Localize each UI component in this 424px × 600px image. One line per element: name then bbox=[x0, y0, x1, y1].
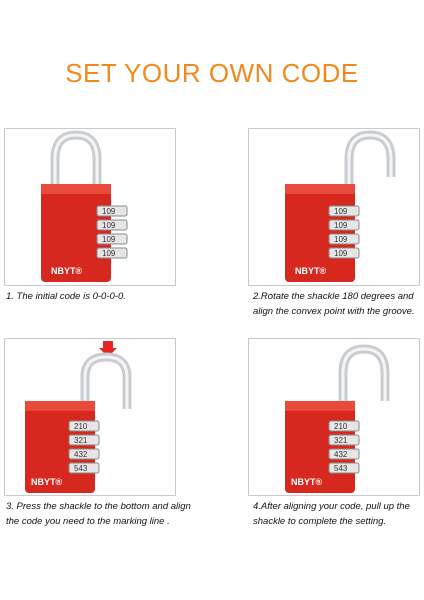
padlock-closed-image: 109 109 109 109 NBYT® bbox=[41, 130, 128, 282]
svg-text:109: 109 bbox=[102, 221, 116, 230]
svg-text:210: 210 bbox=[74, 422, 88, 431]
down-arrow-icon bbox=[99, 341, 117, 357]
svg-text:109: 109 bbox=[334, 249, 348, 258]
brand-label: NBYT® bbox=[295, 266, 326, 276]
step-2-panel: 109 109 109 109 NBYT® bbox=[248, 128, 420, 286]
step-4-panel: 210 321 432 543 NBYT® bbox=[248, 338, 420, 496]
svg-text:321: 321 bbox=[334, 436, 348, 445]
step-3-panel: 210 321 432 543 NBYT® bbox=[4, 338, 176, 496]
step-1-caption: 1. The initial code is 0-0-0-0. bbox=[6, 291, 126, 302]
svg-text:321: 321 bbox=[74, 436, 88, 445]
svg-text:109: 109 bbox=[334, 207, 348, 216]
svg-text:109: 109 bbox=[334, 235, 348, 244]
step-1-panel: 109 109 109 109 NBYT® bbox=[4, 128, 176, 286]
step-2-caption: 2.Rotate the shackle 180 degrees and ali… bbox=[253, 291, 415, 317]
svg-text:432: 432 bbox=[334, 450, 348, 459]
page-title: SET YOUR OWN CODE bbox=[65, 58, 359, 88]
padlock-open-image: 210 321 432 543 NBYT® bbox=[285, 344, 390, 493]
brand-label: NBYT® bbox=[291, 477, 322, 487]
svg-text:432: 432 bbox=[74, 450, 88, 459]
svg-text:543: 543 bbox=[334, 464, 348, 473]
brand-label: NBYT® bbox=[51, 266, 82, 276]
svg-text:109: 109 bbox=[102, 207, 116, 216]
step-3-caption: 3. Press the shackle to the bottom and a… bbox=[6, 501, 191, 527]
svg-text:109: 109 bbox=[102, 235, 116, 244]
dial-stack: 109 109 109 109 bbox=[96, 205, 128, 259]
padlock-rotated-image: 109 109 109 109 NBYT® bbox=[285, 130, 396, 282]
svg-text:109: 109 bbox=[334, 221, 348, 230]
padlock-pressed-image: 210 321 432 543 NBYT® bbox=[25, 341, 132, 493]
svg-text:543: 543 bbox=[74, 464, 88, 473]
svg-text:109: 109 bbox=[102, 249, 116, 258]
step-4-caption: 4.After aligning your code, pull up the … bbox=[253, 501, 410, 527]
svg-text:210: 210 bbox=[334, 422, 348, 431]
brand-label: NBYT® bbox=[31, 477, 62, 487]
